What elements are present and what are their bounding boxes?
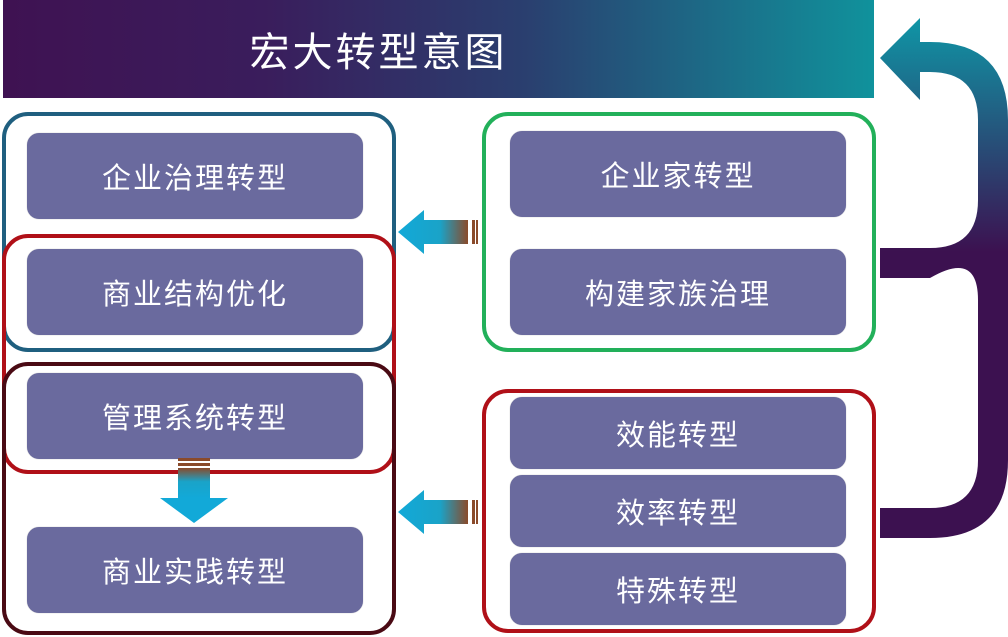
frame-governance-structure — [2, 112, 396, 352]
frame-efficiency-group — [482, 389, 876, 633]
box-label: 企业家转型 — [600, 159, 756, 193]
frame-entrepreneur-family — [482, 112, 876, 352]
box-entrepreneur: 企业家转型 — [510, 131, 846, 217]
box-business-structure: 商业结构优化 — [27, 249, 363, 335]
arrow-down — [160, 458, 228, 523]
feedback-loop-arrow — [880, 18, 1008, 538]
box-special: 特殊转型 — [510, 553, 846, 625]
box-corporate-governance: 企业治理转型 — [27, 133, 363, 219]
title-banner: 宏大转型意图 — [3, 0, 874, 98]
arrow-left-top — [398, 210, 478, 254]
box-label: 特殊转型 — [615, 574, 740, 608]
box-label: 效率转型 — [615, 496, 740, 530]
box-business-practice: 商业实践转型 — [27, 527, 363, 613]
box-effectiveness: 效能转型 — [510, 397, 846, 469]
banner-title: 宏大转型意图 — [249, 30, 508, 76]
box-label: 商业结构优化 — [101, 277, 288, 311]
frame-management-practice — [2, 362, 396, 635]
box-label: 商业实践转型 — [101, 555, 288, 589]
box-label: 企业治理转型 — [101, 161, 288, 195]
box-efficiency: 效率转型 — [510, 475, 846, 547]
box-label: 效能转型 — [615, 418, 740, 452]
arrow-left-bottom — [398, 490, 478, 534]
box-label: 管理系统转型 — [101, 401, 288, 435]
box-management-system: 管理系统转型 — [27, 373, 363, 459]
box-family-governance: 构建家族治理 — [510, 249, 846, 335]
box-label: 构建家族治理 — [584, 277, 771, 311]
